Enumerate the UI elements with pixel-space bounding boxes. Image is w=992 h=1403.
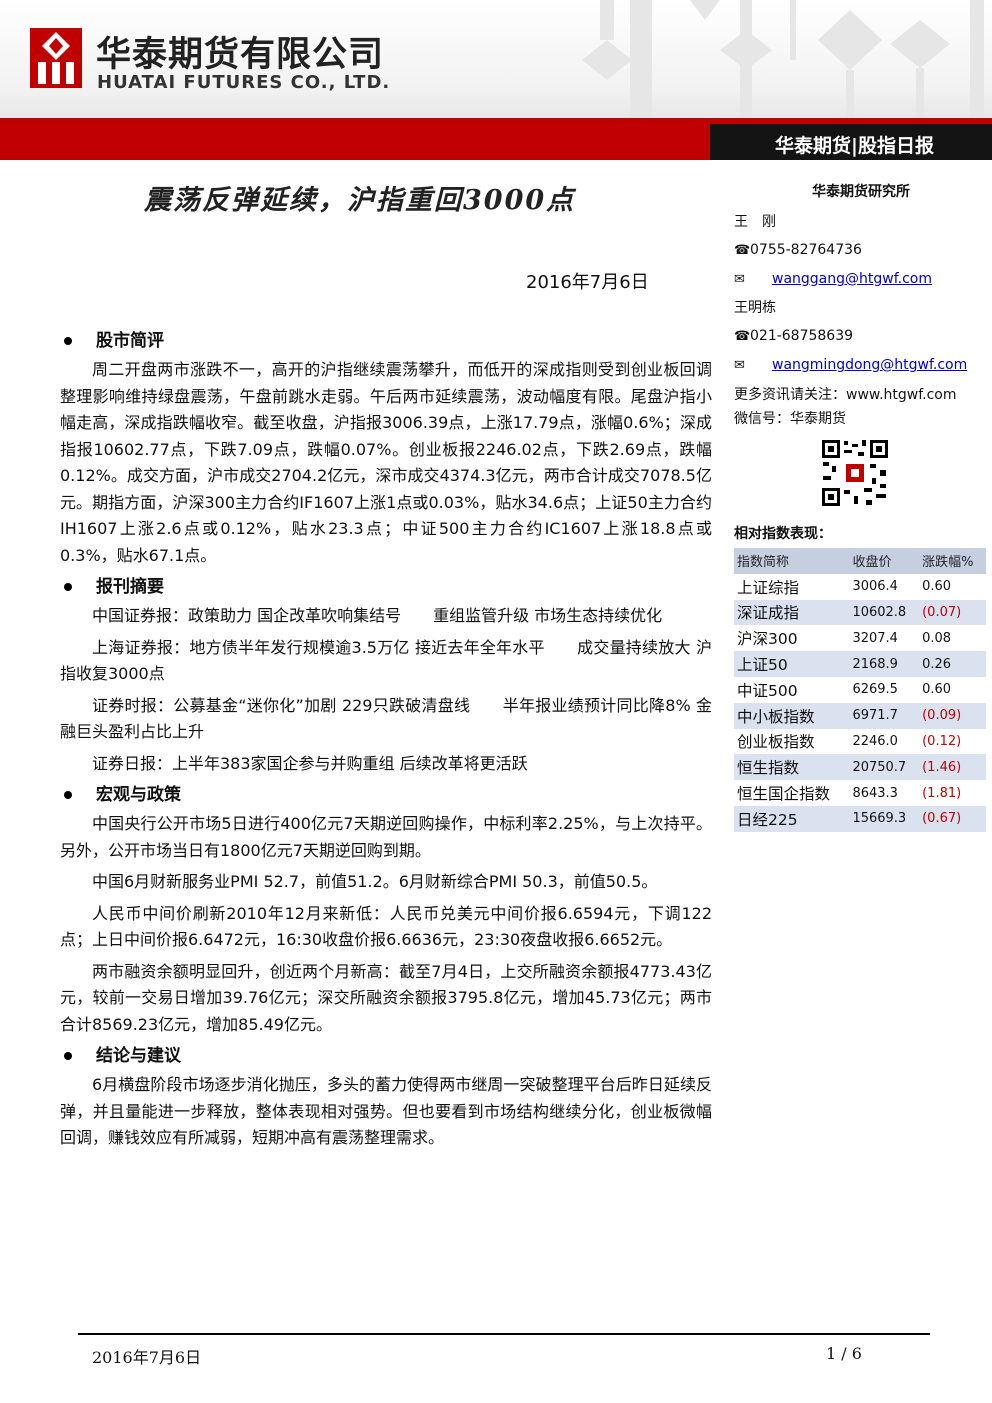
paragraph: 中国6月财新服务业PMI 52.7，前值51.2。6月财新综合PMI 50.3，… [92,872,658,891]
section-heading: 股市简评 [60,328,712,354]
paragraph: 6月横盘阶段市场逐步消化抛压，多头的蓄力使得两市继周一突破整理平台后昨日延续反弹… [60,1075,712,1147]
footer-date: 2016年7月6日 [92,1348,202,1367]
table-row: 上证综指 3006.4 0.60 [734,574,986,600]
institute-name: 华泰期货研究所 [812,184,910,200]
analyst-name: 王明栋 [734,300,776,316]
index-change: (0.12) [922,733,962,749]
index-change: (0.09) [919,702,986,729]
paragraph: 人民币中间价刷新2010年12月来新低：人民币兑美元中间价报6.6594元，下调… [60,903,712,950]
table-header-row: 指数简称 收盘价 涨跌幅% [734,548,986,574]
paragraph: 两市融资余额明显回升，创近两个月新高：截至7月4日，上交所融资余额报4773.4… [60,961,712,1034]
sidebar: 华泰期货研究所 王 刚 ☎0755-82764736 ✉ wanggang@htg… [734,178,988,548]
index-name: 沪深300 [737,630,798,649]
index-close: 10602.8 [849,599,920,626]
footer-divider [78,1333,930,1335]
paragraph: 证券日报：上半年383家国企参与并购重组 后续改革将更活跃 [92,753,528,773]
section-heading: 报刊摘要 [60,574,712,600]
index-change: 0.60 [922,579,952,595]
table-row: 中小板指数 6971.7 (0.09) [734,702,986,729]
bullet-icon [64,337,72,345]
analyst-email: ✉ wanggang@htgwf.com [734,265,988,294]
index-change: 0.60 [922,682,952,698]
more-info: 更多资讯请关注：www.htgwf.com [734,387,957,403]
table-row: 中证500 6269.5 0.60 [734,677,986,703]
email-link[interactable]: wanggang@htgwf.com [772,271,932,287]
index-name: 上证综指 [737,578,800,597]
analyst-phone: ☎021-68758639 [734,322,988,351]
paragraph: 上海证券报：地方债半年发行规模逾3.5万亿 接近去年全年水平 成交量持续放大 沪… [60,637,712,684]
index-change: (1.81) [922,785,962,801]
index-performance-table: 指数简称 收盘价 涨跌幅% 上证综指 3006.4 0.60 深证成指 1060… [734,548,986,832]
company-name-cn: 华泰期货有限公司 [96,35,385,75]
index-name: 日经225 [734,805,850,832]
index-close: 15669.3 [849,805,920,832]
paragraph: 中国证券报：政策助力 国企改革吹响集结号 重组监管升级 市场生态持续优化 [92,606,663,625]
index-name: 深证成指 [734,599,850,626]
bullet-icon [64,583,72,591]
index-name: 中证500 [737,681,798,700]
envelope-icon: ✉ [734,358,745,373]
phone-icon: ☎ [734,329,751,344]
table-row: 日经225 15669.3 (0.67) [734,805,986,832]
analyst-email: ✉ wangmingdong@htgwf.com [734,351,988,380]
relative-index-title: 相对指数表现： [734,526,832,542]
index-change: (1.46) [919,754,986,781]
column-header: 指数简称 [734,548,850,574]
index-name: 上证50 [734,651,850,677]
paragraph: 中国央行公开市场5日进行400亿元7天期逆回购操作，中标利率2.25%，与上次持… [60,814,712,860]
index-change: (0.67) [919,805,986,832]
index-close: 6971.7 [849,702,920,729]
table-row: 沪深300 3207.4 0.08 [734,625,986,651]
analyst-name: 王 刚 [734,214,776,230]
index-name: 中小板指数 [734,702,850,729]
index-close: 2168.9 [849,651,920,677]
table-row: 创业板指数 2246.0 (0.12) [734,729,986,755]
report-type-label: 华泰期货|股指日报 [775,135,934,157]
index-name: 恒生指数 [734,754,850,781]
section-heading: 结论与建议 [60,1043,712,1069]
section-heading: 宏观与政策 [60,782,712,808]
qr-code-icon [820,438,890,508]
index-close: 6269.5 [852,682,898,698]
index-close: 8643.3 [852,785,898,801]
wechat-id: 微信号：华泰期货 [734,411,846,427]
index-close: 20750.7 [849,754,920,781]
header-black-band [710,124,992,160]
page-number: 1 / 6 [826,1344,862,1363]
index-close: 3207.4 [852,630,898,646]
table-row: 深证成指 10602.8 (0.07) [734,599,986,626]
analyst-phone: ☎0755-82764736 [734,236,988,265]
huatai-logo [30,28,82,88]
page-header: 华泰期货有限公司 HUATAI FUTURES CO., LTD. 华泰期货|股… [0,0,992,160]
report-title: 震荡反弹延续，沪指重回3000点 [144,185,576,216]
index-change: 0.26 [919,651,986,677]
envelope-icon: ✉ [734,272,745,287]
paragraph: 证券时报：公募基金“迷你化”加剧 229只跌破清盘线 半年报业绩预计同比降8% … [60,695,712,742]
main-content: 股市简评 周二开盘两市涨跌不一，高开的沪指继续震荡攀升，而低开的深成指则受到创业… [60,328,712,1157]
table-row: 上证50 2168.9 0.26 [734,651,986,677]
bullet-icon [64,1052,72,1060]
table-row: 恒生国企指数 8643.3 (1.81) [734,780,986,806]
paragraph: 周二开盘两市涨跌不一，高开的沪指继续震荡攀升，而低开的深成指则受到创业板回调整理… [60,360,712,565]
email-link[interactable]: wangmingdong@htgwf.com [772,357,968,373]
index-close: 3006.4 [852,579,898,595]
column-header: 涨跌幅% [919,548,986,574]
index-close: 2246.0 [852,733,898,749]
company-name-en: HUATAI FUTURES CO., LTD. [97,72,391,93]
index-name: 创业板指数 [737,733,815,752]
column-header: 收盘价 [849,548,920,574]
index-change: (0.07) [919,599,986,626]
report-date: 2016年7月6日 [526,272,649,293]
table-row: 恒生指数 20750.7 (1.46) [734,754,986,781]
bullet-icon [64,791,72,799]
index-change: 0.08 [922,630,952,646]
index-name: 恒生国企指数 [737,785,831,804]
decorative-pattern [582,0,984,118]
phone-icon: ☎ [734,243,751,258]
